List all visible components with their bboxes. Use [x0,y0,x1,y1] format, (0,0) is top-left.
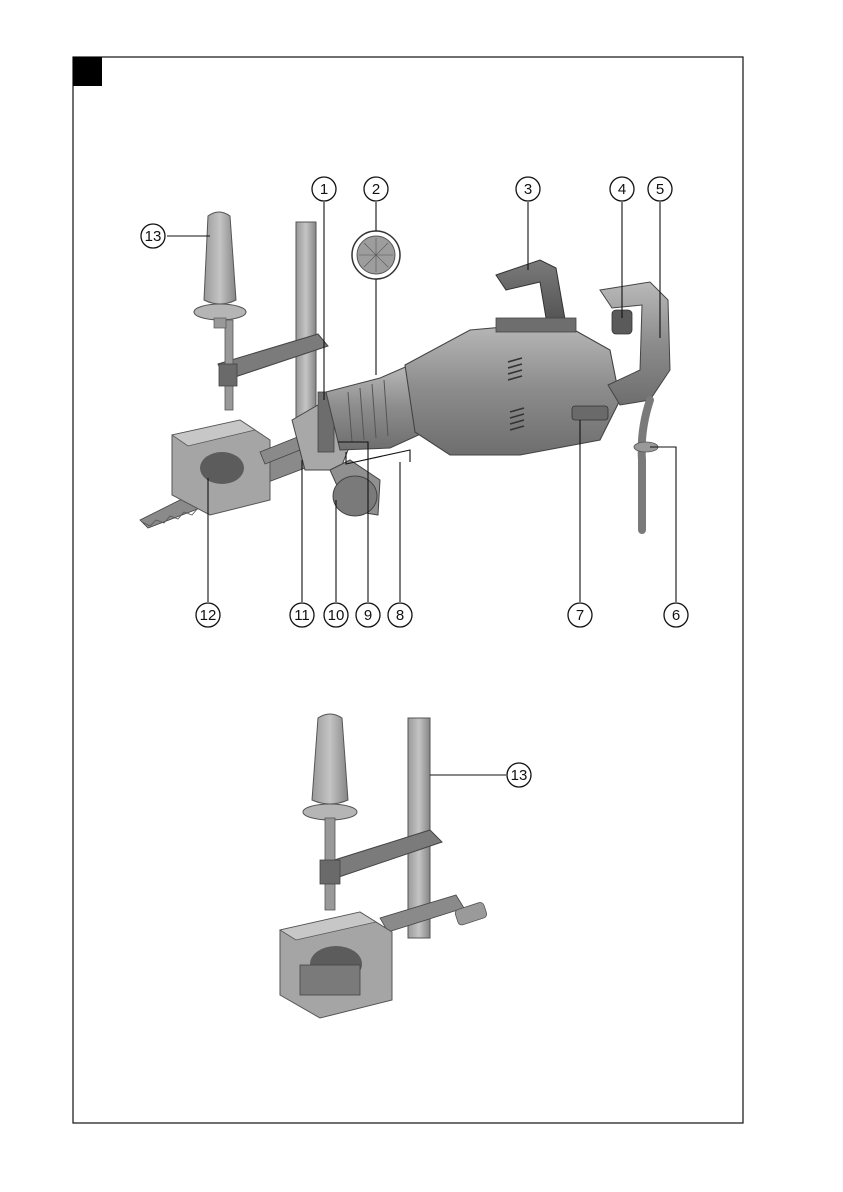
callout-2: 2 [364,177,388,201]
svg-text:5: 5 [656,181,664,198]
callout-5: 5 [648,177,672,201]
svg-text:8: 8 [396,607,404,624]
reciprocating-saw [140,212,670,530]
svg-text:12: 12 [200,607,217,624]
callout-13: 13 [141,224,165,248]
svg-text:6: 6 [672,607,680,624]
svg-text:1: 1 [320,181,328,198]
lock-button [572,406,608,420]
callout-9: 9 [356,603,380,627]
svg-text:13: 13 [511,767,528,784]
svg-text:10: 10 [328,607,345,624]
callout-8: 8 [388,603,412,627]
svg-text:13: 13 [145,228,162,245]
motor-housing [405,322,620,455]
svg-text:2: 2 [372,181,380,198]
callout-11: 11 [290,603,314,627]
svg-text:3: 3 [524,181,532,198]
figure-corner-marker [73,57,102,86]
svg-text:9: 9 [364,607,372,624]
depth-stop-accessory [280,714,488,1018]
callout-4: 4 [610,177,634,201]
callout-7: 7 [568,603,592,627]
figure-frame [73,57,743,1123]
clamp-handle [204,212,236,304]
power-cable [642,400,650,530]
carbon-brush-window [352,231,400,279]
callouts-lower: 13 [430,763,531,787]
accessory-handle [312,714,348,804]
clamp-bar [296,222,316,432]
callout-6: 6 [664,603,688,627]
callout-3: 3 [516,177,540,201]
callout-12: 12 [196,603,220,627]
svg-text:11: 11 [294,607,310,624]
callout-10: 10 [324,603,348,627]
callout-1: 1 [312,177,336,201]
svg-text:7: 7 [576,607,584,624]
callout-13-lower: 13 [507,763,531,787]
svg-text:4: 4 [618,181,626,198]
